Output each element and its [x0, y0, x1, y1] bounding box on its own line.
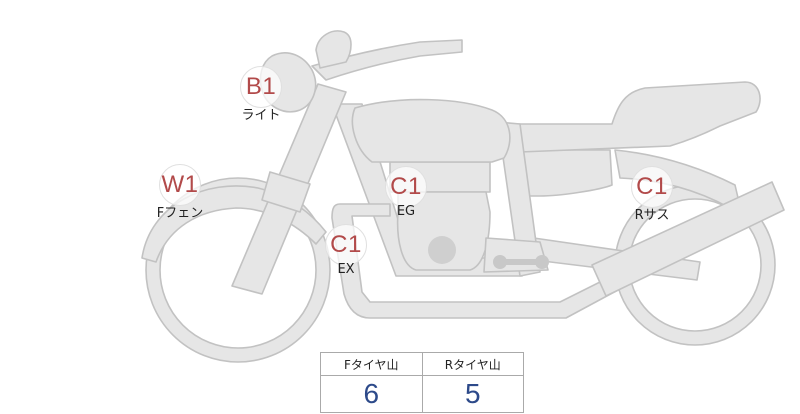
marker-headlight[interactable]: B1 ライト: [221, 66, 301, 123]
marker-rear-suspension[interactable]: C1 Rサス: [612, 166, 692, 223]
front-tire-value: 6: [320, 375, 423, 413]
fork-clamp: [261, 171, 311, 213]
marker-front-fender[interactable]: W1 Fフェン: [140, 164, 220, 221]
marker-label: ライト: [241, 108, 281, 123]
gear-linkage: [483, 237, 549, 273]
fuel-tank: [351, 98, 511, 163]
marker-label: EX: [337, 262, 355, 277]
mirror: [315, 30, 352, 69]
frame-tube-rear: [497, 121, 541, 277]
seat: [497, 81, 761, 153]
marker-engine[interactable]: C1 EG: [366, 166, 446, 219]
marker-code: W1: [159, 164, 201, 206]
marker-exhaust[interactable]: C1 EX: [306, 224, 386, 277]
marker-code: C1: [325, 224, 367, 266]
exhaust-pipe: [331, 203, 619, 319]
tire-tread-table: Fタイヤ山 Rタイヤ山 6 5: [320, 352, 524, 413]
marker-code: C1: [631, 166, 673, 208]
rear-frame-lower: [519, 149, 613, 197]
marker-code: B1: [240, 66, 282, 108]
muffler: [591, 181, 785, 297]
marker-label: Fフェン: [156, 206, 204, 221]
rear-tire-value: 5: [421, 375, 524, 413]
table-header-row: Fタイヤ山 Rタイヤ山: [320, 352, 524, 376]
marker-code: C1: [385, 166, 427, 208]
table-row: 6 5: [320, 375, 524, 413]
table-header-rear-tire: Rタイヤ山: [421, 352, 524, 376]
marker-label: EG: [396, 204, 416, 219]
table-header-front-tire: Fタイヤ山: [320, 352, 423, 376]
marker-label: Rサス: [634, 208, 670, 223]
